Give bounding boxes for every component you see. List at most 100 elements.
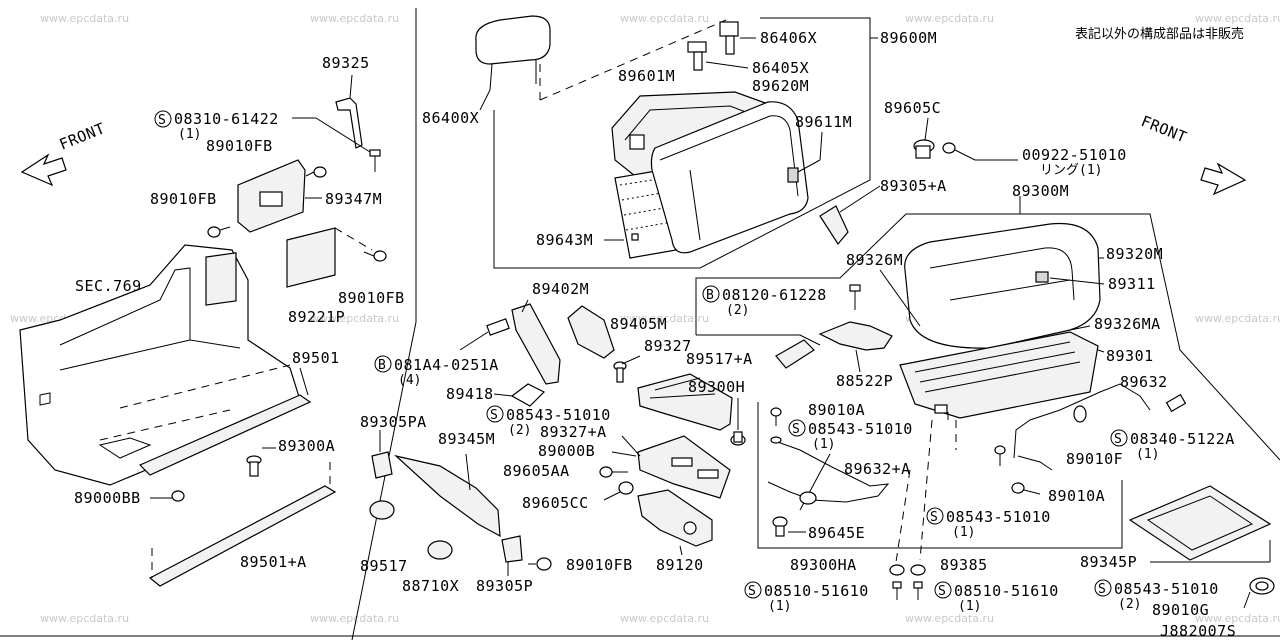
part-label-89010fb: 89010FB — [566, 556, 633, 574]
rail-89501 — [138, 394, 312, 476]
cap-89517 — [369, 500, 395, 520]
quantity-label: (1) — [958, 599, 981, 614]
bolt-symbol: B — [374, 355, 392, 373]
cover-89405m — [567, 305, 615, 359]
quantity-label: (1) — [178, 127, 201, 142]
part-label-08510-51610: 08510-51610 — [764, 582, 869, 600]
quantity-label: (4) — [398, 373, 421, 388]
recliner-89120 — [637, 489, 713, 547]
part-label-86400x: 86400X — [422, 109, 479, 127]
watermark: www.epcdata.ru — [1195, 12, 1280, 25]
screw-symbol: S — [926, 507, 944, 525]
part-label-89418: 89418 — [446, 385, 494, 403]
part-label-sec769: SEC.769 — [75, 277, 142, 295]
watermark: www.epcdata.ru — [310, 312, 399, 325]
bolt-icon — [1165, 393, 1187, 413]
part-label-89611m: 89611M — [795, 113, 852, 131]
part-label-89326ma: 89326MA — [1094, 315, 1161, 333]
bolt-icon — [486, 318, 510, 336]
part-label-89300m: 89300M — [1012, 182, 1069, 200]
part-label-89405m: 89405M — [610, 315, 667, 333]
watermark: www.epcdata.ru — [1195, 312, 1280, 325]
clip-icon — [772, 516, 788, 537]
clip-icon — [1011, 482, 1041, 495]
left-section — [19, 74, 387, 587]
screw-symbol: S — [154, 110, 172, 128]
part-label-08120-61228: 08120-61228 — [722, 286, 827, 304]
part-label-89010g: 89010G — [1152, 601, 1209, 619]
quantity-label: (1) — [768, 599, 791, 614]
part-label-89010a: 89010A — [1048, 487, 1105, 505]
part-label-89632a: 89632+A — [844, 460, 911, 478]
part-label-00922-51010: 00922-51010 — [1022, 146, 1127, 164]
part-label-08543-51010: 08543-51010 — [946, 508, 1051, 526]
headrest-guide-icon — [687, 41, 707, 71]
seat-cushion-89320m — [904, 222, 1101, 349]
clip-icon — [363, 250, 387, 262]
bolt-icon — [246, 455, 262, 477]
screw-symbol: S — [486, 405, 504, 423]
part-label-89605aa: 89605AA — [503, 462, 570, 480]
seat-back-pad-89620m — [650, 101, 809, 254]
part-label-89632: 89632 — [1120, 373, 1168, 391]
part-label-89347m: 89347M — [325, 190, 382, 208]
part-label-89605c: 89605C — [884, 99, 941, 117]
watermark: www.epcdata.ru — [905, 612, 994, 625]
part-label-89345m: 89345M — [438, 430, 495, 448]
part-label-89345p: 89345P — [1080, 553, 1137, 571]
part-label-89327: 89327 — [644, 337, 692, 355]
quantity-label: (2) — [726, 303, 749, 318]
part-label-89501a: 89501+A — [240, 553, 307, 571]
front-label: FRONT — [57, 119, 108, 154]
part-label-89000b: 89000B — [538, 442, 595, 460]
screw-symbol: S — [1094, 579, 1112, 597]
clip-icon — [305, 166, 327, 178]
part-label-89600m: 89600M — [880, 29, 937, 47]
front-label: FRONT — [1139, 112, 1190, 147]
adjuster-section — [486, 299, 746, 556]
svg-text:S: S — [792, 422, 800, 437]
bracket-89325 — [335, 97, 363, 149]
watermark: www.epcdata.ru — [310, 12, 399, 25]
cover-89305a — [819, 205, 849, 246]
part-label-89305pa: 89305PA — [360, 413, 427, 431]
bracket-89402m — [511, 303, 561, 385]
part-label-86405x: 86405X — [752, 59, 809, 77]
seat-back-section — [475, 15, 878, 269]
watermark: www.epcdata.ru — [310, 612, 399, 625]
part-label-89301: 89301 — [1106, 347, 1154, 365]
watermark: www.epcdata.ru — [620, 12, 709, 25]
part-label-89325: 89325 — [322, 54, 370, 72]
divider-line — [351, 321, 417, 640]
part-label-89010fb: 89010FB — [338, 289, 405, 307]
clip-icon — [770, 436, 782, 444]
clip-icon — [207, 226, 231, 238]
part-label-08543-51010: 08543-51010 — [808, 420, 913, 438]
cap-89605c — [913, 139, 935, 159]
part-label-86406x: 86406X — [760, 29, 817, 47]
part-label-08543-51010: 08543-51010 — [506, 406, 611, 424]
svg-text:S: S — [1098, 582, 1106, 597]
trim-89345m — [393, 454, 501, 538]
part-label-88522p: 88522P — [836, 372, 893, 390]
part-label-89517: 89517 — [360, 557, 408, 575]
part-label-89221p: 89221P — [288, 308, 345, 326]
clip-icon — [528, 557, 552, 571]
part-label-89517a: 89517+A — [686, 350, 753, 368]
bolt-icon — [599, 466, 628, 478]
screw-symbol: S — [744, 581, 762, 599]
part-label-89010f: 89010F — [1066, 450, 1123, 468]
svg-text:S: S — [930, 510, 938, 525]
part-label-89402m: 89402M — [532, 280, 589, 298]
quantity-label: (1) — [952, 525, 975, 540]
part-label-88710x: 88710X — [402, 577, 459, 595]
bolt-icon — [171, 490, 185, 502]
screw-icon — [369, 149, 381, 172]
quantity-label: (1) — [1136, 447, 1159, 462]
front-arrow-right: FRONT — [1139, 112, 1247, 196]
part-label-08543-51010: 08543-51010 — [1114, 580, 1219, 598]
screw-symbol: S — [788, 419, 806, 437]
part-label-89120: 89120 — [656, 556, 704, 574]
screw-icon — [913, 581, 923, 600]
